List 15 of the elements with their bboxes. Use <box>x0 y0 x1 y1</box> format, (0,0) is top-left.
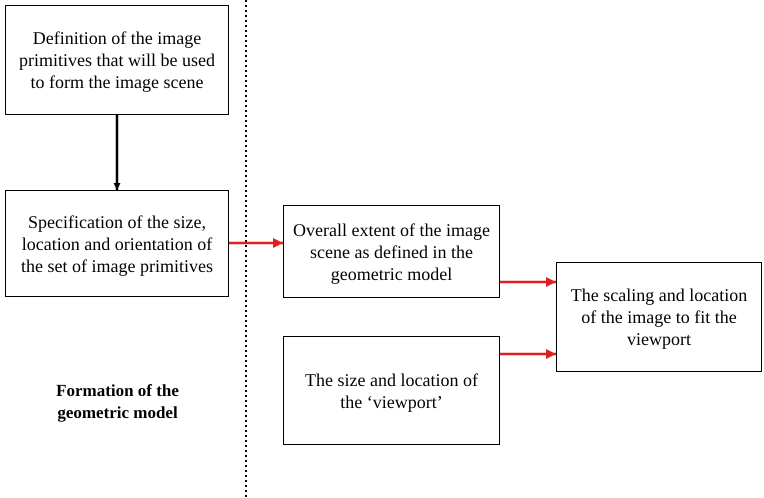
section-label: Formation of the geometric model <box>55 380 180 424</box>
process-box <box>283 336 500 445</box>
arrow <box>500 277 556 287</box>
box-text: The scaling and location of the image to fit the viewport <box>570 284 748 350</box>
process-box <box>283 205 500 298</box>
arrow <box>229 238 283 248</box>
box-text: The size and location of the ‘viewport’ <box>304 368 479 412</box>
process-box <box>556 262 762 372</box>
arrow <box>114 115 120 190</box>
arrow <box>500 349 556 359</box>
process-box <box>5 5 229 115</box>
box-text: Definition of the image primitives that will be used to form the image scene <box>18 27 216 93</box>
box-text: Overall extent of the image scene as defined in the geometric model <box>292 218 491 284</box>
process-box <box>5 190 229 297</box>
box-text: Specification of the size, location and orientation of the set of image primitives <box>20 210 214 276</box>
